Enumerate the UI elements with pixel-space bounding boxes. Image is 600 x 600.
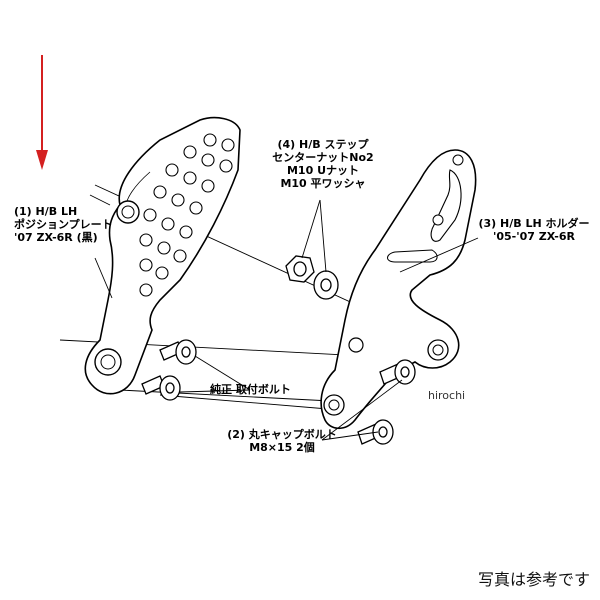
label-part-2: (2) 丸キャップボルト M8×15 2個 bbox=[222, 428, 342, 454]
position-plate bbox=[84, 116, 241, 395]
label-part-3-line-1: (3) H/B LH ホルダー bbox=[478, 217, 590, 230]
label-part-1-line-1: (1) H/B LH bbox=[14, 205, 78, 218]
stock-bolts bbox=[141, 339, 197, 401]
label-part-4-line-2: センターナットNo2 bbox=[272, 151, 374, 164]
nut-and-washer bbox=[285, 255, 339, 300]
label-stock-bolt: 純正 取付ボルト bbox=[210, 383, 291, 396]
perforation-holes bbox=[139, 133, 235, 297]
label-part-2-line-2: M8×15 2個 bbox=[249, 441, 315, 454]
cap-bolts bbox=[357, 359, 416, 445]
label-part-3-line-2: '05-'07 ZX-6R bbox=[493, 230, 575, 243]
reference-photo-note: 写真は参考です bbox=[477, 570, 590, 589]
label-part-4: (4) H/B ステップ センターナットNo2 M10 Uナット M10 平ワッ… bbox=[258, 138, 388, 190]
down-arrow-icon bbox=[36, 55, 48, 170]
label-part-4-line-3: M10 Uナット bbox=[286, 164, 359, 177]
label-part-1-line-2: ポジションプレート bbox=[14, 218, 113, 231]
leader-lines bbox=[94, 199, 479, 441]
label-stock-bolt-text: 純正 取付ボルト bbox=[210, 383, 291, 396]
label-part-4-line-4: M10 平ワッシャ bbox=[280, 177, 366, 190]
watermark: hirochi bbox=[428, 389, 466, 402]
label-part-4-line-1: (4) H/B ステップ bbox=[277, 138, 369, 151]
label-part-1: (1) H/B LH ポジションプレート '07 ZX-6R (黒) bbox=[14, 205, 113, 244]
label-part-3: (3) H/B LH ホルダー '05-'07 ZX-6R bbox=[474, 217, 594, 243]
label-part-2-line-1: (2) 丸キャップボルト bbox=[227, 428, 337, 441]
lh-holder bbox=[320, 149, 477, 430]
label-part-1-line-3: '07 ZX-6R (黒) bbox=[14, 231, 98, 244]
